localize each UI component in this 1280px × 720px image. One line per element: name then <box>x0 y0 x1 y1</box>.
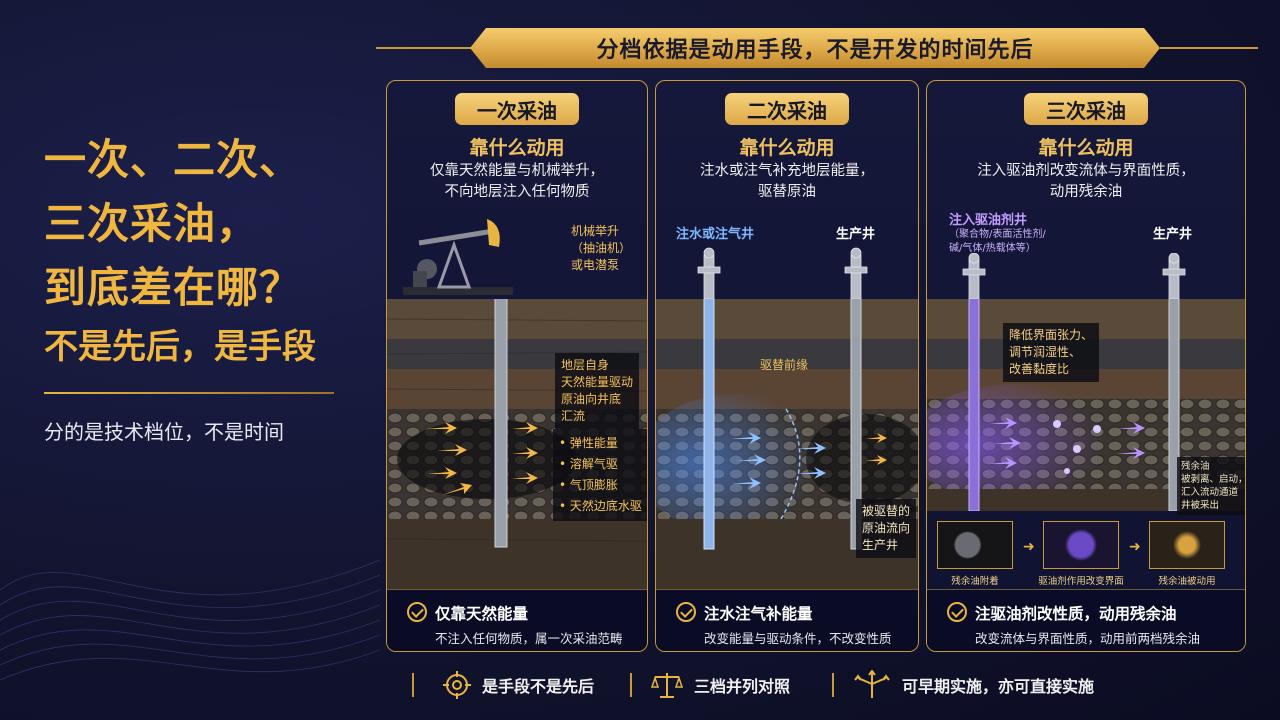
left-title-panel: 一次、二次、 三次采油， 到底差在哪？ 不是先后，是手段 分的是技术档位，不是时… <box>44 128 374 445</box>
pump-jack-icon <box>403 219 513 295</box>
summary-main: 注驱油剂改性质，动用残余油 <box>975 605 1177 623</box>
production-well-label: 生产井 <box>1153 227 1193 242</box>
title-line-1: 一次、二次、 <box>44 135 303 184</box>
front-label: 驱替前缘 <box>760 358 809 372</box>
desc-line: 动用残余油 <box>1049 184 1123 200</box>
title-line-3: 到底差在哪？ <box>44 263 303 312</box>
footer-text: 可早期实施，亦可直接实施 <box>902 677 1095 696</box>
footer-item-3: 可早期实施，亦可直接实施 <box>852 665 1094 705</box>
agent-well-sub: （聚合物/表面活性剂/ 碱/气体/热载体等） <box>949 229 1046 254</box>
summary-main: 注水注气补能量 <box>704 605 813 623</box>
wellheads <box>962 253 1186 299</box>
desc-line: 驱替原油 <box>758 184 816 200</box>
card-primary-recovery: 一次采油 靠什么动用 仅靠天然能量与机械举升， 不向地层注入任何物质 机械举升 … <box>386 80 648 652</box>
scale-icon <box>650 673 684 698</box>
banner-line-left <box>376 47 476 49</box>
summary-main: 仅靠天然能量 <box>435 605 529 623</box>
card-pill: 一次采油 <box>455 93 579 125</box>
check-icon <box>676 602 696 622</box>
stage-thumb-2 <box>1043 521 1119 569</box>
agent-well-label: 注入驱油剂井 <box>949 213 1028 228</box>
stage-arrow-icon: ➜ <box>1129 539 1141 555</box>
footer-separator <box>412 673 414 697</box>
check-icon <box>947 602 967 622</box>
card-summary: 注水注气补能量 改变能量与驱动条件，不改变性质 <box>656 589 918 651</box>
arrows-spread-icon <box>854 670 890 698</box>
card-description: 注入驱油剂改变流体与界面性质， 动用残余油 <box>927 161 1245 203</box>
card-pill: 三次采油 <box>1024 93 1148 125</box>
decorative-waves <box>0 559 380 681</box>
card-kao-heading: 靠什么动用 <box>469 137 565 159</box>
lift-label: 机械举升 （抽油机） 或电潜泵 <box>571 224 632 272</box>
stage-caption-3: 残余油被动用 <box>1158 576 1216 587</box>
displaced-oil-box: 被驱替的 原油流向 生产井 <box>856 499 917 558</box>
desc-line: 不向地层注入任何物质 <box>444 184 590 200</box>
mechanism-box: 降低界面张力、 调节润湿性、 改善黏度比 <box>1003 323 1100 382</box>
footer-bar: 是手段不是先后 三档并列对照 可早期实施，亦可直接实施 <box>412 665 1252 705</box>
card-secondary-recovery: 二次采油 靠什么动用 注水或注气补充地层能量， 驱替原油 注水或注气井 生产井 <box>655 80 919 652</box>
target-icon <box>443 671 471 699</box>
footer-separator <box>832 673 834 697</box>
wellheads <box>697 247 868 299</box>
card-description: 注水或注气补充地层能量， 驱替原油 <box>656 161 918 203</box>
desc-line: 注水或注气补充地层能量， <box>700 163 874 179</box>
residual-oil-box: 残余油 被剥离、启动， 汇入流动通道 井被采出 <box>1177 457 1245 515</box>
card-summary: 仅靠天然能量 不注入任何物质，属一次采油范畴 <box>387 589 647 651</box>
footer-separator <box>630 673 632 697</box>
card-summary: 注驱油剂改性质，动用残余油 改变流体与界面性质，动用前两档残余油 <box>927 589 1245 651</box>
production-well-label: 生产井 <box>836 227 876 242</box>
stage-caption-1: 残余油附着 <box>951 576 999 587</box>
strata-cross-section <box>656 299 918 591</box>
desc-line: 注入驱油剂改变流体与界面性质， <box>977 163 1195 179</box>
left-divider <box>44 392 334 394</box>
card-pill: 二次采油 <box>725 93 849 125</box>
card-kao-heading: 靠什么动用 <box>1038 137 1134 159</box>
card-description: 仅靠天然能量与机械举升， 不向地层注入任何物质 <box>387 161 647 203</box>
energy-label-box: 地层自身 天然能量驱动 原油向井底 汇流 <box>555 353 640 429</box>
footer-text: 三档并列对照 <box>694 677 791 696</box>
stage-arrow-icon: ➜ <box>1023 539 1035 555</box>
banner-line-right <box>1160 47 1258 49</box>
energy-bullets: • 弹性能量 • 溶解气驱 • 气顶膨胀 • 天然边底水驱 <box>553 429 647 521</box>
card-tertiary-recovery: 三次采油 靠什么动用 注入驱油剂改变流体与界面性质， 动用残余油 注入驱油剂井 … <box>926 80 1246 652</box>
stage-caption-2: 驱油剂作用改变界面 <box>1038 576 1124 587</box>
summary-sub: 改变能量与驱动条件，不改变性质 <box>704 631 892 646</box>
summary-sub: 不注入任何物质，属一次采油范畴 <box>435 631 623 646</box>
left-caption: 分的是技术档位，不是时间 <box>44 420 284 444</box>
injection-well-label: 注水或注气井 <box>676 227 755 242</box>
footer-text: 是手段不是先后 <box>482 677 595 696</box>
footer-item-1: 是手段不是先后 <box>442 665 594 705</box>
card-kao-heading: 靠什么动用 <box>739 137 835 159</box>
check-icon <box>407 602 427 622</box>
stage-thumb-3 <box>1149 521 1225 569</box>
title-line-4: 不是先后，是手段 <box>44 327 316 367</box>
title-line-2: 三次采油， <box>44 199 260 248</box>
footer-item-2: 三档并列对照 <box>650 665 790 705</box>
summary-sub: 改变流体与界面性质，动用前两档残余油 <box>975 631 1201 646</box>
top-banner: 分档依据是动用手段，不是开发的时间先后 <box>470 28 1160 68</box>
stage-thumb-1 <box>937 521 1013 569</box>
desc-line: 仅靠天然能量与机械举升， <box>430 163 604 179</box>
